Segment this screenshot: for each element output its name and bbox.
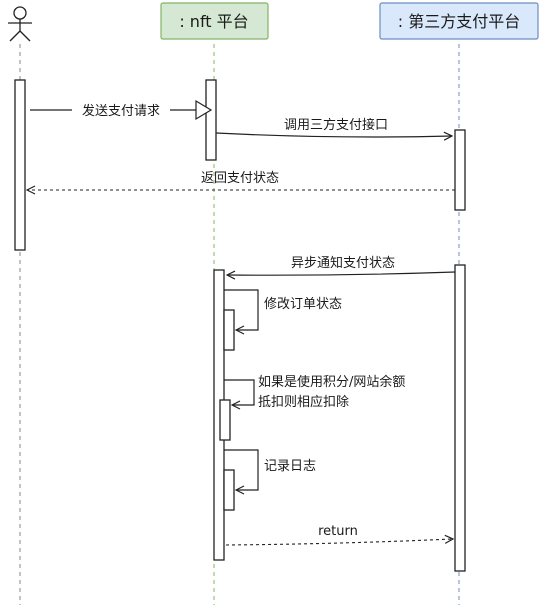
nft-platform-label: : nft 平台 (179, 12, 248, 31)
message-return-payment-status: 返回支付状态 (27, 171, 455, 190)
nft-activation-1 (205, 79, 217, 161)
return-payment-status-label: 返回支付状态 (201, 171, 279, 186)
return-label: return (318, 524, 358, 539)
call-third-party-api-label: 调用三方支付接口 (284, 117, 388, 133)
async-notify-status-label: 异步通知支付状态 (291, 255, 395, 271)
message-call-third-party-api: 调用三方支付接口 (215, 117, 452, 137)
user-actor-icon (8, 6, 32, 42)
nft-self-activation-3 (223, 469, 235, 511)
deduct-line-1-label: 如果是使用积分/网站余额 (258, 374, 405, 390)
self-call-deduct-balance: 如果是使用积分/网站余额 抵扣则相应扣除 (224, 374, 405, 410)
third-party-label: : 第三方支付平台 (398, 12, 520, 31)
self-call-write-log: 记录日志 (224, 449, 316, 490)
send-payment-request-label: 发送支付请求 (82, 103, 160, 119)
update-order-status-label: 修改订单状态 (264, 297, 342, 312)
third-party-activation-2 (454, 264, 466, 572)
message-async-notify-status: 异步通知支付状态 (227, 255, 456, 275)
message-return: return (225, 524, 453, 546)
nft-self-activation-2 (219, 399, 231, 441)
third-party-activation-1 (454, 129, 466, 211)
deduct-line-2-label: 抵扣则相应扣除 (258, 394, 349, 410)
nft-platform-header: : nft 平台 (160, 2, 269, 40)
third-party-header: : 第三方支付平台 (379, 2, 539, 40)
nft-self-activation-1 (223, 309, 235, 351)
self-call-update-order-status: 修改订单状态 (224, 289, 342, 330)
message-send-payment-request: 发送支付请求 (30, 99, 213, 121)
user-activation (14, 79, 26, 251)
write-log-label: 记录日志 (264, 459, 316, 474)
